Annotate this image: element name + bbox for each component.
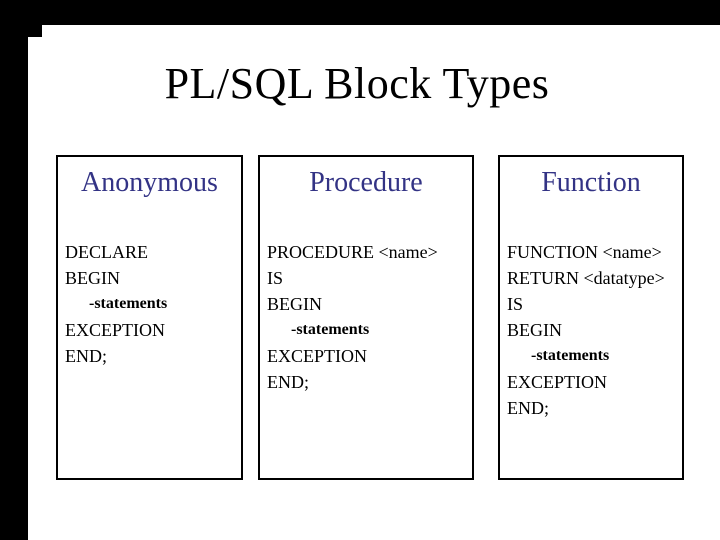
block-procedure: Procedure PROCEDURE <name> IS BEGIN -statem…	[258, 155, 474, 480]
code-line: -statements	[89, 295, 168, 312]
code-line: RETURN <datatype>	[507, 268, 665, 288]
code-line: EXCEPTION	[267, 346, 367, 366]
block-procedure-heading: Procedure	[309, 167, 423, 198]
code-line: BEGIN	[267, 294, 322, 314]
code-line: -statements	[531, 347, 610, 364]
scan-bar-corner-step	[0, 25, 42, 37]
code-line: END;	[65, 346, 107, 366]
scan-bar-top	[0, 0, 720, 25]
page-title: PL/SQL Block Types	[164, 59, 550, 108]
code-line: FUNCTION <name>	[507, 242, 662, 262]
code-line: IS	[507, 294, 524, 314]
code-line: PROCEDURE <name>	[267, 242, 438, 262]
code-line: BEGIN	[507, 320, 562, 340]
block-function-heading: Function	[541, 167, 641, 198]
scan-bar-left	[0, 0, 28, 540]
code-line: EXCEPTION	[507, 372, 607, 392]
block-anonymous-heading: Anonymous	[81, 167, 218, 198]
code-line: -statements	[291, 321, 370, 338]
block-function-code: FUNCTION <name> RETURN <datatype> IS BEGIN -…	[500, 239, 682, 421]
code-line: END;	[507, 398, 549, 418]
code-line: BEGIN	[65, 268, 120, 288]
block-function: Function FUNCTION <name> RETURN <datatype…	[498, 155, 684, 480]
code-line: EXCEPTION	[65, 320, 165, 340]
code-line: END;	[267, 372, 309, 392]
code-line: IS	[267, 268, 284, 288]
code-line: DECLARE	[65, 242, 148, 262]
